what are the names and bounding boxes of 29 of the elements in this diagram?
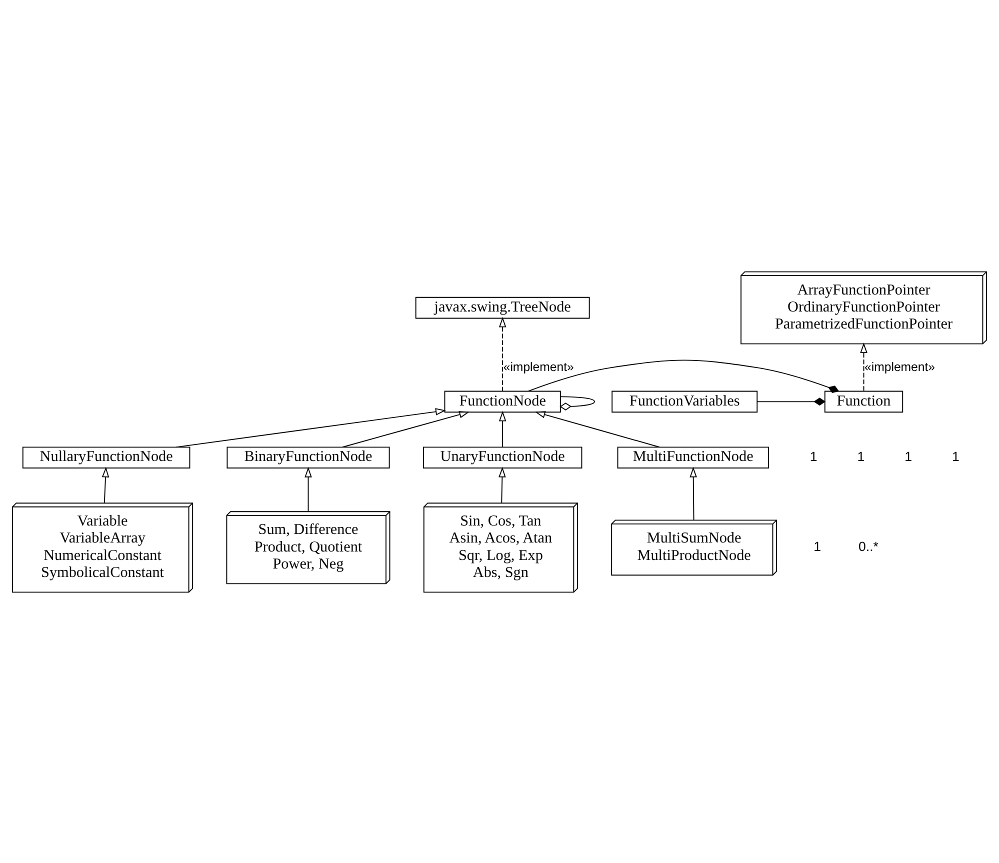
arrow — [498, 466, 506, 503]
edge-label: «implement» — [503, 359, 574, 374]
label: 1 — [952, 448, 960, 464]
connector — [528, 359, 840, 393]
label: 0..* — [858, 538, 878, 554]
connector — [756, 397, 826, 406]
node-box: NullaryFunctionNode — [22, 446, 190, 468]
arrow — [304, 466, 312, 512]
arrow — [175, 408, 446, 448]
node-box: BinaryFunctionNode — [226, 446, 390, 468]
label: 1 — [857, 448, 865, 464]
node-box: FunctionNode — [444, 390, 561, 412]
label: 1 — [810, 448, 818, 464]
arrow — [102, 466, 110, 503]
arrow — [690, 466, 697, 520]
arrow — [534, 410, 660, 448]
node-box: javax.swing.TreeNode — [415, 296, 590, 318]
node-box: MultiFunctionNode — [617, 446, 769, 468]
arrow — [860, 342, 868, 391]
label: 1 — [814, 538, 822, 554]
arrow — [342, 410, 470, 448]
arrow — [498, 316, 506, 392]
node-box: FunctionVariables — [612, 390, 758, 412]
edge-label: «implement» — [864, 359, 936, 374]
connector — [560, 396, 595, 410]
label: 1 — [904, 448, 912, 464]
node-box: Function — [824, 390, 904, 412]
node-box: UnaryFunctionNode — [422, 446, 582, 468]
arrow — [498, 410, 506, 448]
